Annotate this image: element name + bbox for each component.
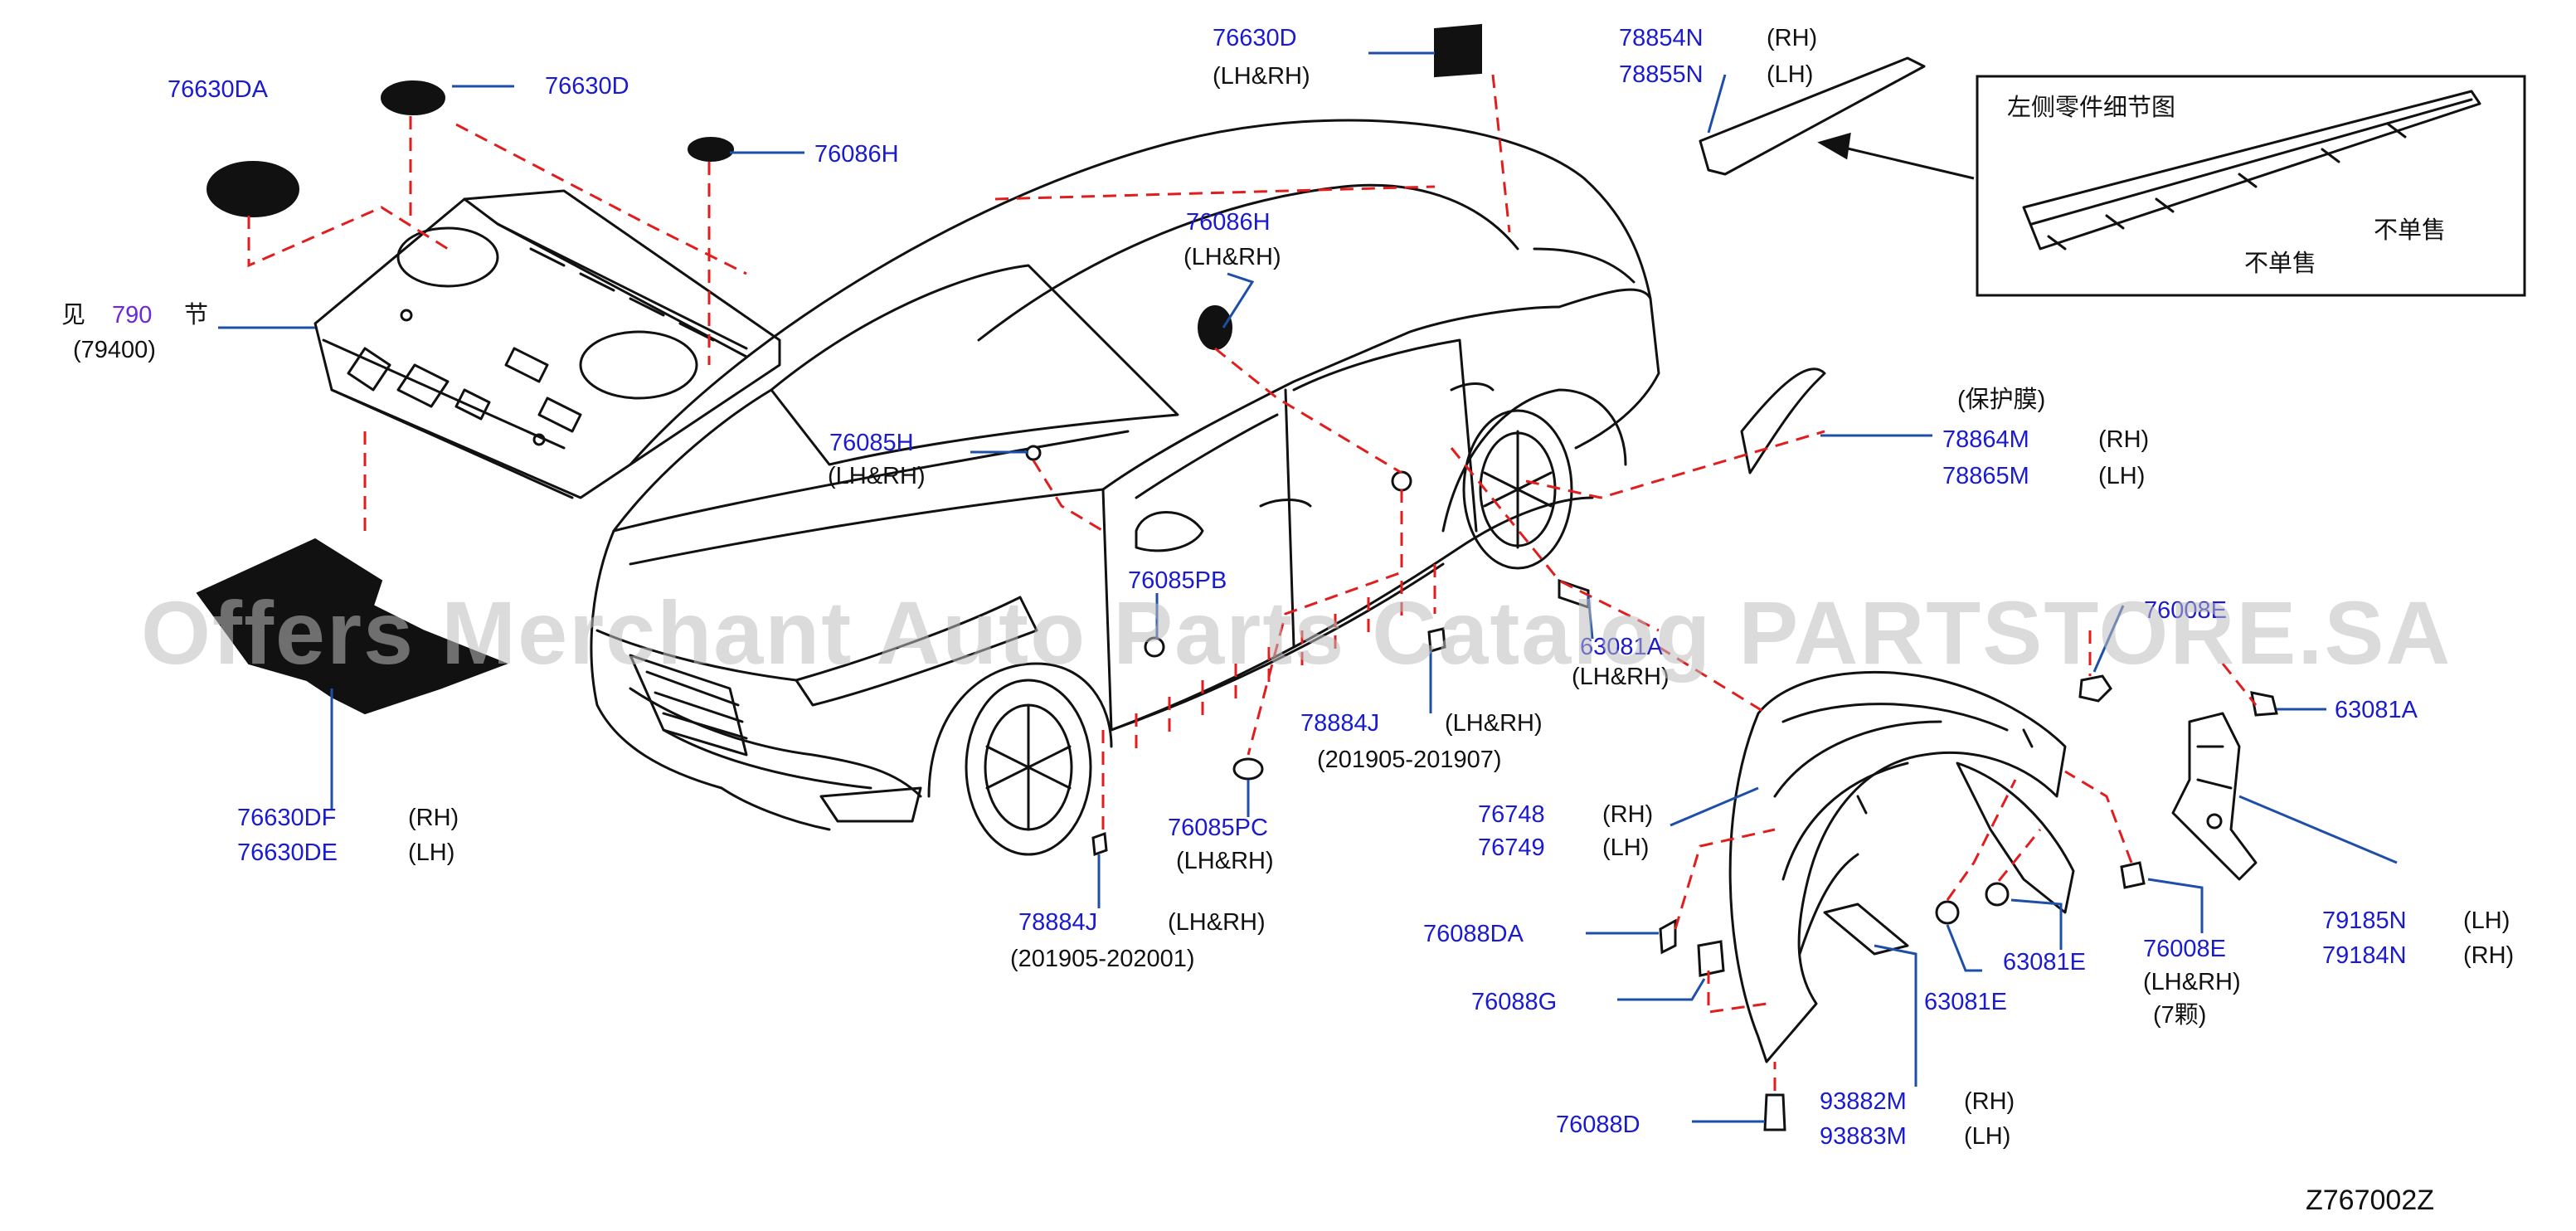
splash-shield-panel <box>1728 670 2075 1063</box>
part-76008E-side: (LH&RH) <box>2143 969 2241 995</box>
clip-76008E <box>2120 861 2146 889</box>
part-76088G[interactable]: 76088G <box>1471 989 1558 1015</box>
part-76088D[interactable]: 76088D <box>1556 1112 1640 1138</box>
part-78855N-side: (LH) <box>1767 61 1814 88</box>
detail-box-artwork <box>2022 90 2481 251</box>
part-79185N[interactable]: 79185N <box>2322 907 2407 934</box>
grommet-76085PC <box>1232 757 1264 781</box>
part-78884J-mid-date: (201905-201907) <box>1317 747 1502 773</box>
part-76085PC[interactable]: 76085PC <box>1168 815 1268 841</box>
grommet-76085PB <box>1144 636 1165 658</box>
part-76086H-mid[interactable]: 76086H <box>1186 209 1271 236</box>
part-76008E[interactable]: 76008E <box>2143 936 2226 962</box>
part-78855N[interactable]: 78855N <box>1619 61 1704 88</box>
part-76630DF-side: (RH) <box>408 805 459 831</box>
part-93882M[interactable]: 93882M <box>1820 1088 1907 1115</box>
plug-76086H-mid <box>1198 305 1232 350</box>
trim-molding-strips <box>1699 56 1926 474</box>
part-76630DE[interactable]: 76630DE <box>237 839 338 866</box>
clip-76088DA <box>1659 918 1677 955</box>
part-79184N-side: (RH) <box>2463 942 2515 969</box>
part-78864M-side: (RH) <box>2098 426 2150 453</box>
clip-78884J-low <box>1091 831 1108 857</box>
grommet-76085H <box>1025 445 1042 461</box>
part-78884J-low-side: (LH&RH) <box>1168 909 1266 936</box>
detail-not-sold-1: 不单售 <box>2374 217 2447 244</box>
clip-63081E-a <box>1935 900 1960 925</box>
part-78854N[interactable]: 78854N <box>1619 25 1704 51</box>
part-63081E-a[interactable]: 63081E <box>2003 949 2086 976</box>
part-78854N-side: (RH) <box>1767 25 1818 51</box>
part-76086H-mid-side: (LH&RH) <box>1184 244 1281 270</box>
part-76630D-roof[interactable]: 76630D <box>1213 25 1297 51</box>
clip-63081A-right <box>2250 691 2278 717</box>
part-76088DA[interactable]: 76088DA <box>1423 921 1524 947</box>
insulator-76630DF <box>196 538 508 715</box>
clip-78884J-mid <box>1427 627 1446 653</box>
part-76749[interactable]: 76749 <box>1478 834 1545 861</box>
drawing-id: Z767002Z <box>2306 1185 2434 1216</box>
assembly-dash-lines <box>247 74 2258 1091</box>
part-76085H-side: (LH&RH) <box>828 463 926 489</box>
part-76630DF[interactable]: 76630DF <box>237 805 337 831</box>
part-76630DE-side: (LH) <box>408 839 455 866</box>
detail-box-frame <box>1976 75 2526 297</box>
detail-box-title: 左侧零件细节图 <box>2007 95 2176 121</box>
plug-76086H-top <box>688 137 734 162</box>
part-78864M[interactable]: 78864M <box>1942 426 2029 453</box>
part-78884J-low[interactable]: 78884J <box>1018 909 1098 936</box>
car-body-outline <box>590 119 1660 856</box>
protect-film-note: (保护膜) <box>1957 387 2046 413</box>
part-78884J-low-date: (201905-202001) <box>1010 946 1195 972</box>
part-76749-side: (LH) <box>1602 834 1650 861</box>
clip-76088G <box>1697 940 1725 977</box>
part-76748-side: (RH) <box>1602 801 1654 828</box>
plug-76630DA <box>207 161 299 217</box>
see-section-number[interactable]: 790 <box>112 302 153 328</box>
part-79184N[interactable]: 79184N <box>2322 942 2407 969</box>
part-63081A-right[interactable]: 63081A <box>2335 697 2418 723</box>
clip-76008E-top <box>2078 674 2112 703</box>
part-78884J-mid[interactable]: 78884J <box>1300 710 1380 737</box>
watermark-text: Offers Merchant Auto Parts Catalog PARTS… <box>141 582 2452 683</box>
part-76748[interactable]: 76748 <box>1478 801 1545 828</box>
part-78865M[interactable]: 78865M <box>1942 463 2029 489</box>
part-63081A-mid-side: (LH&RH) <box>1572 664 1670 690</box>
part-78884J-mid-side: (LH&RH) <box>1445 710 1543 737</box>
part-76630DA[interactable]: 76630DA <box>168 76 268 103</box>
part-76008E-qty: (7颗) <box>2153 1002 2207 1029</box>
part-76085PC-side: (LH&RH) <box>1176 848 1274 874</box>
part-76085PB[interactable]: 76085PB <box>1128 567 1227 594</box>
part-76630D-roof-side: (LH&RH) <box>1213 63 1310 90</box>
pad-76630D-roof <box>1434 23 1482 78</box>
part-76630D-top[interactable]: 76630D <box>545 73 629 100</box>
bracket-part <box>2171 712 2258 881</box>
see-section-code: (79400) <box>73 337 156 363</box>
part-63081A-mid[interactable]: 63081A <box>1580 634 1663 660</box>
plug-76630D <box>381 80 445 115</box>
part-93883M-side: (LH) <box>1964 1123 2011 1150</box>
grommet-mid <box>1391 470 1412 492</box>
detail-not-sold-2: 不单售 <box>2244 251 2317 277</box>
detail-arrow <box>1817 132 1975 180</box>
part-79185N-side: (LH) <box>2463 907 2510 934</box>
part-76085H[interactable]: 76085H <box>829 430 914 456</box>
leader-lines <box>218 51 2398 1123</box>
part-93883M[interactable]: 93883M <box>1820 1123 1907 1150</box>
clip-63081E-b <box>1985 882 2010 907</box>
see-section-suffix: 节 <box>184 302 209 328</box>
parcel-shelf-panel <box>313 189 781 499</box>
part-76086H-top[interactable]: 76086H <box>814 141 899 168</box>
see-section-prefix: 见 <box>61 302 86 328</box>
clip-76088D <box>1763 1093 1786 1131</box>
part-93882M-side: (RH) <box>1964 1088 2015 1115</box>
part-63081E-b[interactable]: 63081E <box>1924 989 2007 1015</box>
part-76008E-top[interactable]: 76008E <box>2144 597 2227 624</box>
part-78865M-side: (LH) <box>2098 463 2146 489</box>
